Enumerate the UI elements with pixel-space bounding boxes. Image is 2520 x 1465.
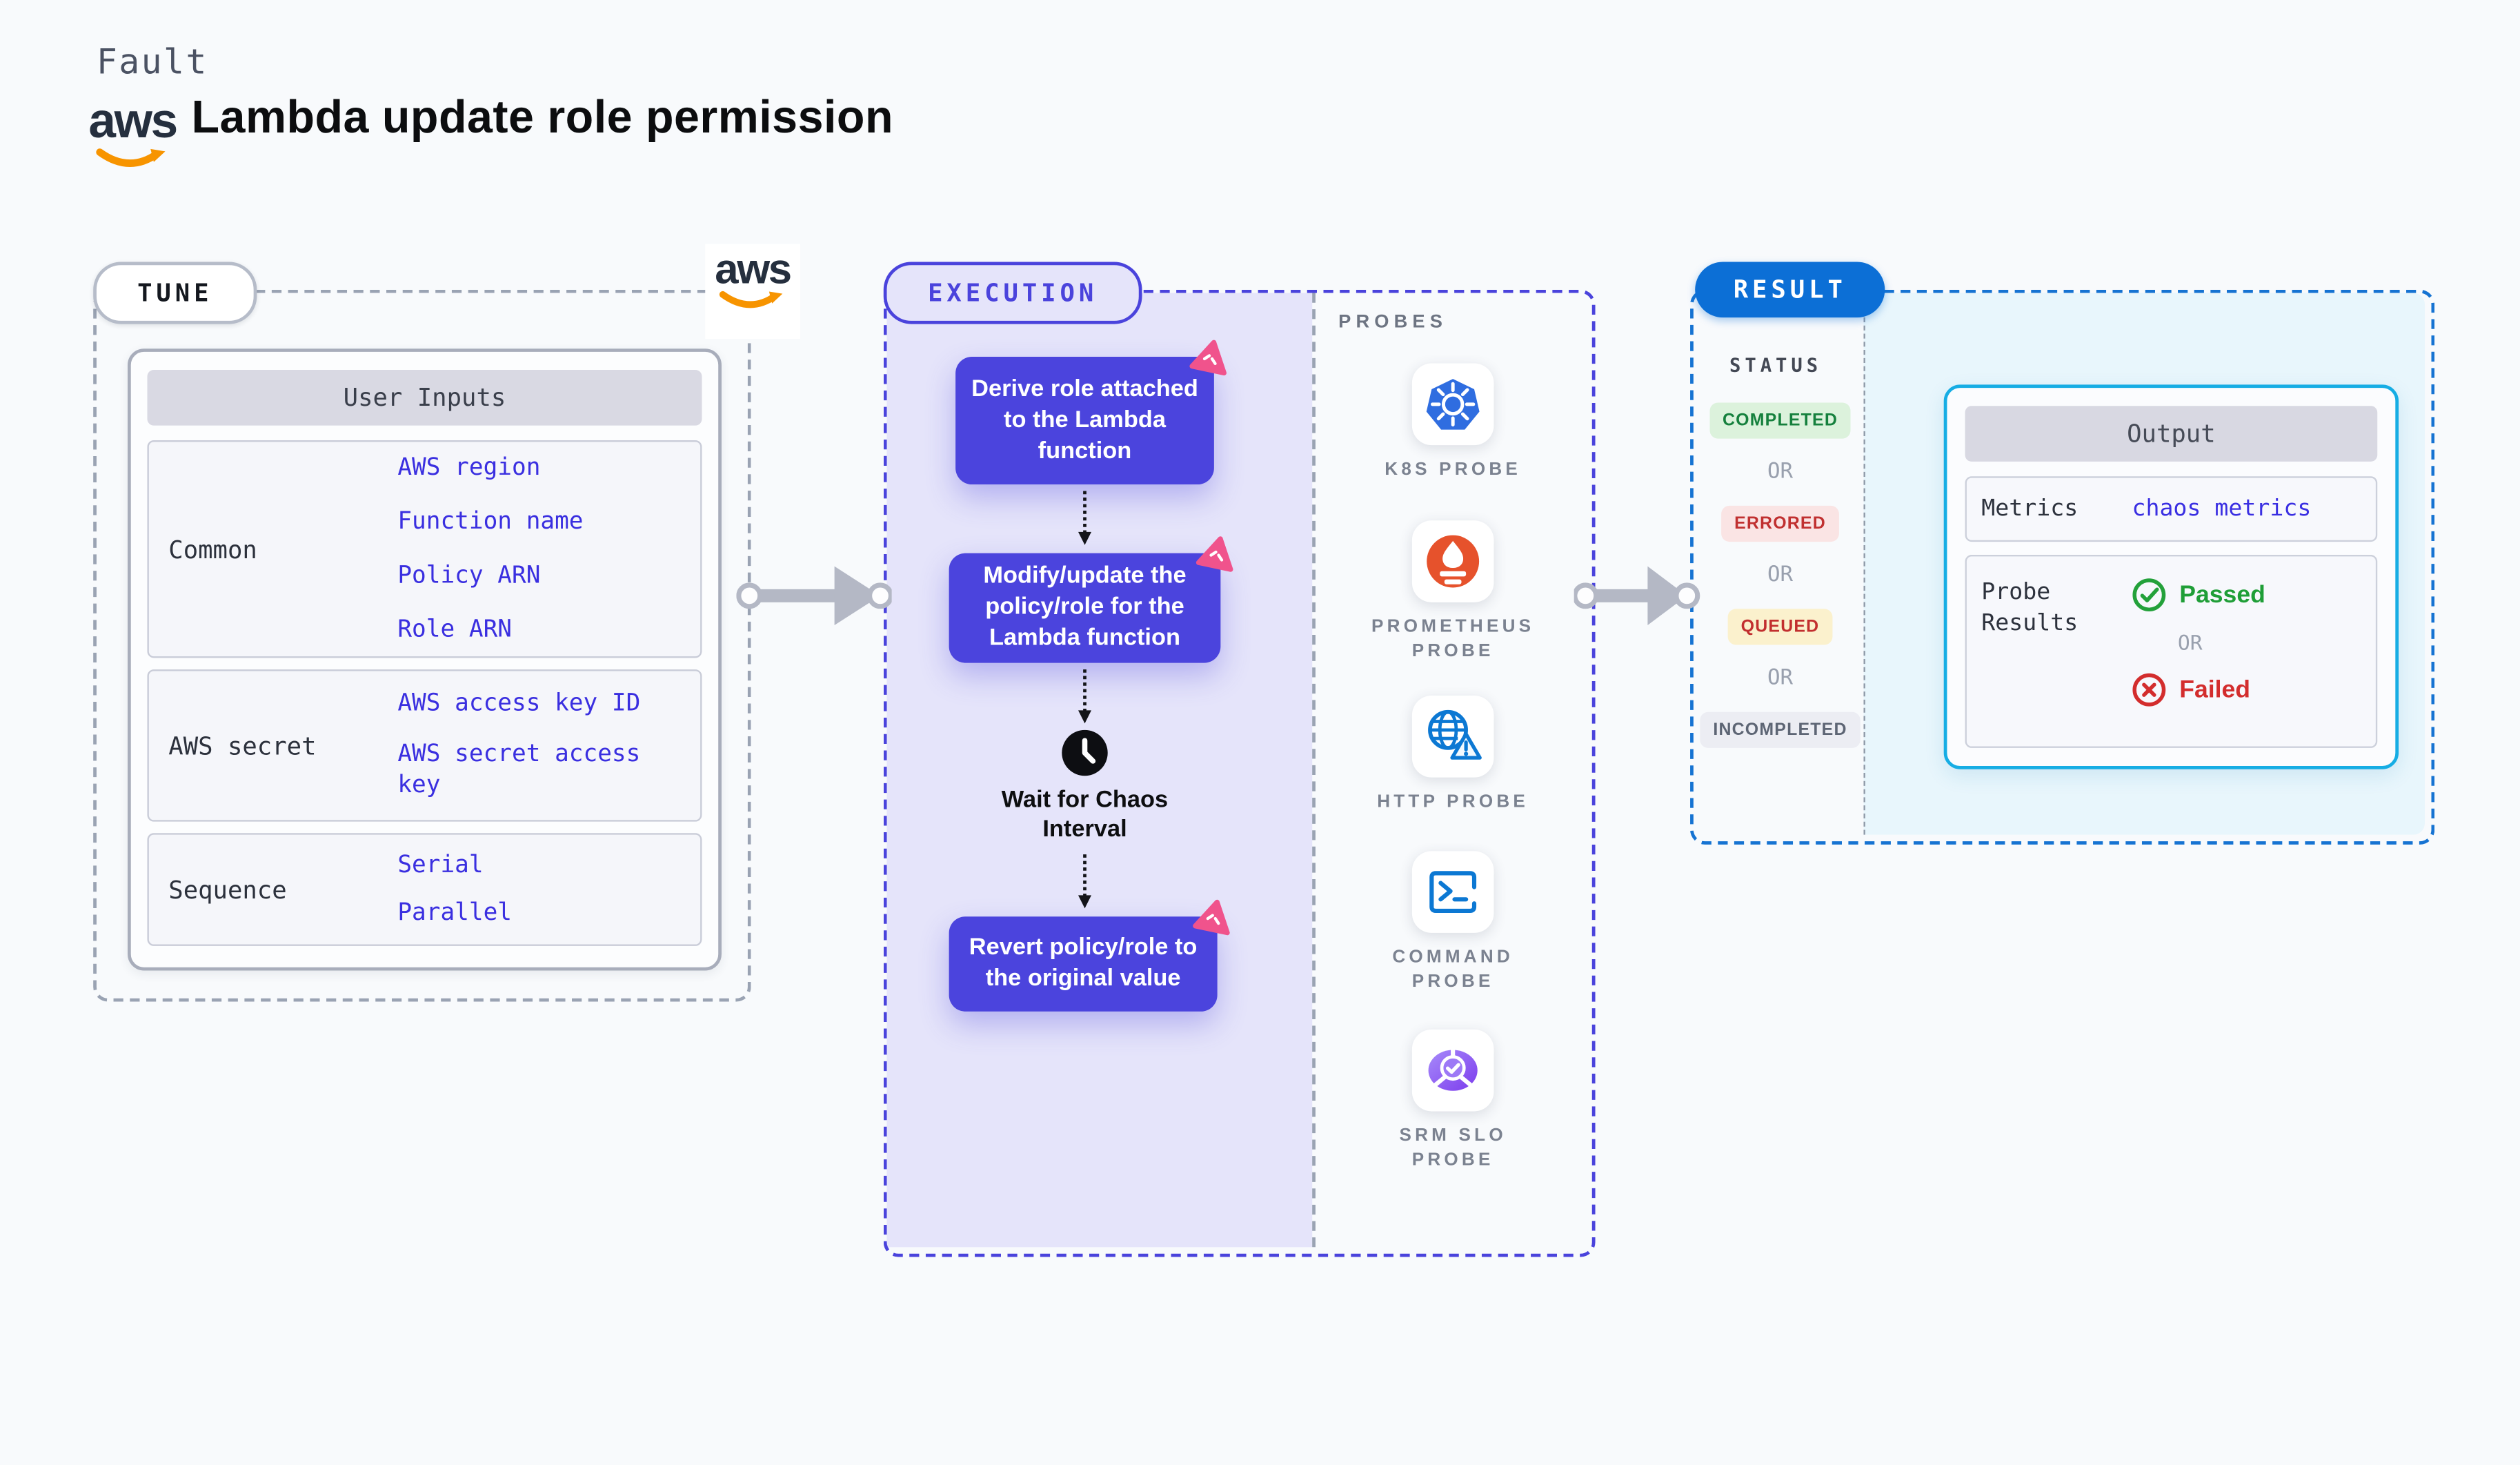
input-value: Function name	[397, 508, 584, 535]
probe-label: PROMETHEUS PROBE	[1371, 617, 1535, 662]
result-pill: RESULT	[1695, 262, 1885, 318]
aws-smile-icon	[96, 148, 166, 167]
clock-icon	[1062, 729, 1108, 776]
chaos-pink-triangle-icon	[1189, 340, 1227, 376]
aws-logo-text: aws	[88, 95, 178, 149]
probe-result-failed: Failed	[2132, 673, 2265, 707]
probe-label: K8S PROBE	[1385, 460, 1522, 480]
wait-chaos-label: Wait for Chaos Interval	[1001, 787, 1169, 843]
user-inputs-row-common: Common AWS region Function name Policy A…	[147, 440, 702, 658]
status-column: COMPLETED OR ERRORED OR QUEUED OR INCOMP…	[1698, 402, 1862, 748]
probe-srm-slo: SRM SLO PROBE	[1330, 1029, 1576, 1174]
input-value: Policy ARN	[397, 562, 541, 589]
user-inputs-row-sequence: Sequence Serial Parallel	[147, 833, 702, 946]
probe-k8s: K8S PROBE	[1330, 363, 1576, 483]
result-section-frame	[1690, 289, 2435, 845]
probe-http: HTTP PROBE	[1330, 696, 1576, 815]
metrics-value: chaos metrics	[2132, 495, 2312, 522]
aws-logo: aws	[88, 95, 178, 173]
flow-arrow-down	[1078, 854, 1091, 909]
input-value: AWS secret access key	[397, 741, 641, 799]
status-badge-queued: QUEUED	[1727, 609, 1833, 645]
prometheus-icon	[1427, 535, 1480, 588]
row-label: AWS secret	[168, 731, 317, 760]
probe-command: COMMAND PROBE	[1330, 851, 1576, 995]
probes-divider	[1312, 293, 1316, 1248]
input-value: Role ARN	[397, 616, 513, 642]
status-badge-incompleted: INCOMPLETED	[1700, 711, 1861, 748]
row-label: Sequence	[168, 874, 287, 905]
wait-chaos-step: Wait for Chaos Interval	[986, 728, 1183, 844]
aws-smile-icon	[719, 291, 783, 308]
passed-label: Passed	[2179, 580, 2265, 609]
check-circle-icon	[2132, 578, 2166, 612]
srm-slo-pie-icon	[1428, 1049, 1478, 1091]
step-label: Modify/update the policy/role for the La…	[983, 562, 1187, 651]
metrics-label: Metrics	[1981, 495, 2078, 522]
step-label: Revert policy/role to the original value	[969, 934, 1198, 992]
input-value: AWS region	[397, 454, 541, 481]
probe-label: SRM SLO PROBE	[1399, 1125, 1507, 1170]
or-text: OR	[1767, 562, 1794, 588]
probe-prometheus: PROMETHEUS PROBE	[1330, 520, 1576, 665]
step-revert-policy-node: Revert policy/role to the original value	[949, 899, 1230, 1012]
output-card: Output Metrics chaos metrics Probe Resul…	[1943, 384, 2399, 769]
metrics-row: Metrics chaos metrics	[1965, 476, 2378, 542]
or-text: OR	[2177, 630, 2203, 655]
step-label: Derive role attached to the Lambda funct…	[971, 375, 1198, 464]
status-heading: STATUS	[1729, 353, 1823, 377]
aws-logo-text: aws	[715, 244, 792, 293]
status-output-divider	[1863, 293, 1865, 835]
user-inputs-row-aws-secret: AWS secret AWS access key ID AWS secret …	[147, 669, 702, 822]
user-inputs-header: User Inputs	[147, 370, 702, 426]
probe-label: COMMAND PROBE	[1392, 947, 1514, 992]
flow-arrow-down	[1078, 491, 1091, 545]
page-title: Lambda update role permission	[191, 91, 894, 143]
execution-section-frame	[883, 289, 1596, 1257]
status-badge-completed: COMPLETED	[1709, 402, 1851, 439]
probe-card	[1411, 851, 1494, 933]
tune-to-execution-arrow	[736, 566, 892, 626]
user-inputs-card: User Inputs Common AWS region Function n…	[128, 348, 722, 971]
tune-pill: TUNE	[93, 262, 257, 324]
probe-card	[1411, 363, 1494, 446]
probe-results-label: Probe Results	[1981, 579, 2078, 637]
http-globe-warning-icon	[1428, 709, 1482, 760]
execution-to-result-arrow	[1574, 566, 1700, 626]
probe-card	[1411, 520, 1494, 602]
step-derive-role-node: Derive role attached to the Lambda funct…	[955, 340, 1227, 485]
execution-pill: EXECUTION	[883, 262, 1142, 324]
tune-section-frame	[93, 289, 751, 1002]
kubernetes-icon	[1426, 379, 1480, 430]
probe-label: HTTP PROBE	[1377, 792, 1529, 812]
probe-results-row: Probe Results Passed OR Failed	[1965, 555, 2378, 748]
output-header: Output	[1965, 406, 2378, 462]
input-value: Serial	[397, 852, 484, 878]
chaos-pink-triangle-icon	[1195, 536, 1233, 572]
probes-heading: PROBES	[1338, 313, 1448, 333]
input-value: AWS access key ID	[397, 690, 641, 717]
input-value: Parallel	[397, 899, 513, 926]
chaos-pink-triangle-icon	[1193, 899, 1230, 936]
probe-card	[1411, 696, 1494, 778]
aws-logo-tune: aws	[705, 244, 800, 339]
step-modify-policy-node: Modify/update the policy/role for the La…	[949, 536, 1233, 663]
flow-arrow-down	[1078, 669, 1091, 724]
fault-kicker: Fault	[96, 42, 208, 82]
row-label: Common	[168, 534, 257, 564]
x-circle-icon	[2132, 673, 2166, 707]
probe-result-passed: Passed	[2132, 578, 2265, 612]
or-text: OR	[1767, 460, 1794, 485]
probe-card	[1411, 1029, 1494, 1112]
status-badge-errored: ERRORED	[1721, 505, 1839, 542]
failed-label: Failed	[2179, 676, 2251, 704]
terminal-icon	[1429, 871, 1477, 913]
or-text: OR	[1767, 666, 1794, 691]
